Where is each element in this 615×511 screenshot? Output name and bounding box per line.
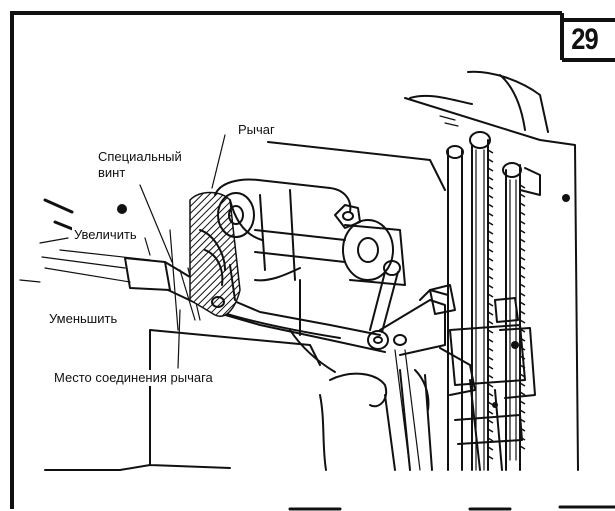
rack-tooth xyxy=(487,437,494,442)
lever-label: Рычаг xyxy=(236,122,277,138)
rack-tooth xyxy=(519,274,526,279)
rack-tooth xyxy=(519,400,526,405)
rack-tooth xyxy=(487,293,494,298)
rack-tooth xyxy=(519,409,526,414)
lever-joint-label: Место соединения рычага xyxy=(52,370,215,386)
rack-tooth xyxy=(487,203,494,208)
leader-lever-joint xyxy=(177,309,181,369)
rack-tooth xyxy=(519,310,526,315)
rack-tooth xyxy=(487,410,494,415)
rack-tooth xyxy=(519,211,526,216)
rack-tooth xyxy=(487,194,494,199)
rack-tooth xyxy=(519,319,526,324)
lower-mechanism xyxy=(384,284,536,471)
rack-tooth xyxy=(487,320,494,325)
rack-tooth xyxy=(519,382,526,387)
rack-tooth xyxy=(487,356,494,361)
rack-tooth xyxy=(487,221,494,226)
rack-tooth xyxy=(487,446,494,451)
rack-tooth xyxy=(487,275,494,280)
rack-tooth xyxy=(519,256,526,261)
leader-lines xyxy=(139,134,226,369)
rack-tooth xyxy=(487,392,494,397)
rack-tooth xyxy=(487,167,494,172)
rack-tooth xyxy=(487,365,494,370)
increase-label: Увеличить xyxy=(72,227,139,243)
decrease-label: Уменьшить xyxy=(47,311,120,327)
page-number-box xyxy=(560,18,615,60)
machine-body xyxy=(44,70,579,471)
shaft-housing xyxy=(214,178,406,336)
rack-tooth xyxy=(487,185,494,190)
rack-tooth xyxy=(487,239,494,244)
rack-tooth xyxy=(519,391,526,396)
leader-special-screw xyxy=(139,184,173,263)
rack-tooth xyxy=(487,248,494,253)
figure-frame xyxy=(10,11,615,509)
rack-tooth xyxy=(519,193,526,198)
lever-arm xyxy=(124,229,386,353)
rack-tooth xyxy=(487,347,494,352)
rack-tooth xyxy=(519,238,526,243)
rack-tooth xyxy=(487,338,494,343)
rack-tooth xyxy=(487,266,494,271)
leader-lever xyxy=(211,134,226,189)
rack-tooth xyxy=(519,229,526,234)
rack-tooth xyxy=(519,445,526,450)
rack-tooth xyxy=(519,202,526,207)
rack-tooth xyxy=(487,158,494,163)
rack-tooth xyxy=(487,212,494,217)
rack-tooth xyxy=(487,284,494,289)
rack-tooth xyxy=(519,265,526,270)
leader-increase xyxy=(144,237,151,256)
rack-tooth xyxy=(519,220,526,225)
rack-tooth xyxy=(487,383,494,388)
rack-tooth xyxy=(487,230,494,235)
rack-tooth xyxy=(519,283,526,288)
rack-tooth xyxy=(519,301,526,306)
rack-tooth xyxy=(487,419,494,424)
rack-tooth xyxy=(487,257,494,262)
rack-tooth xyxy=(487,428,494,433)
rack-tooth xyxy=(487,329,494,334)
rack-tooth xyxy=(487,455,494,460)
rack-tooth xyxy=(487,374,494,379)
rack-tooth xyxy=(487,302,494,307)
rack-tooth xyxy=(519,184,526,189)
page-number: 29 xyxy=(571,23,599,56)
special-screw-label: Специальный винт xyxy=(96,149,184,181)
rack-tooth xyxy=(519,292,526,297)
rack-tooth xyxy=(487,149,494,154)
rack-tooth xyxy=(519,247,526,252)
rack-teeth xyxy=(487,149,526,460)
rack-tooth xyxy=(487,311,494,316)
frame-bottom-dash xyxy=(288,505,615,511)
rack-tooth xyxy=(487,176,494,181)
lever-block xyxy=(189,191,241,317)
